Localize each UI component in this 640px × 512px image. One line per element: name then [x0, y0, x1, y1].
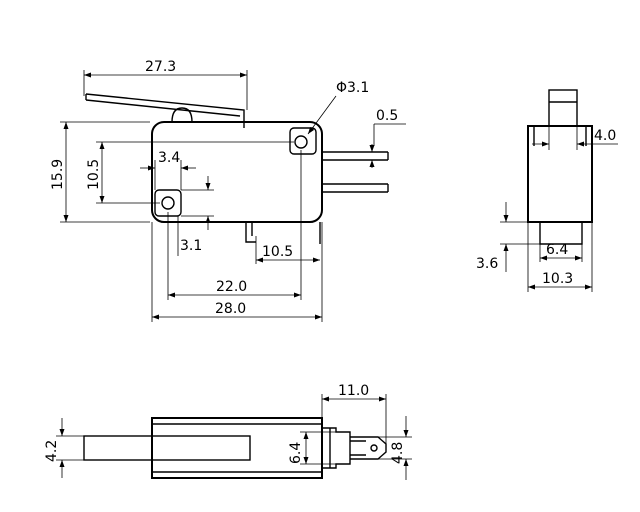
label-hole-pitch-horizontal: 22.0 [216, 279, 247, 295]
label-body-width: 10.3 [542, 271, 573, 287]
lever-arm [85, 93, 245, 128]
mounting-hole-top [289, 127, 317, 155]
body-side [151, 417, 323, 479]
front-view [85, 93, 389, 244]
plunger [548, 89, 578, 127]
label-plunger-width: 4.0 [594, 128, 616, 144]
lever-side [83, 435, 251, 461]
label-terminal-thickness: 0.5 [376, 108, 398, 124]
side-terminals [322, 151, 389, 193]
bottom-terminal [245, 222, 256, 243]
label-overall-height: 15.9 [50, 159, 66, 190]
label-tab-width: 4.8 [390, 442, 406, 464]
label-terminal-width: 6.4 [288, 442, 304, 464]
lever-bump [171, 107, 193, 123]
label-plunger-base-width: 6.4 [546, 242, 568, 258]
bottom-view-dimensions: 4.2 11.0 6.4 4.8 [44, 383, 412, 480]
label-hole-offset-y: 3.1 [180, 238, 202, 254]
label-terminal-length: 11.0 [338, 383, 369, 399]
side-view-dimensions: 4.0 3.6 6.4 10.3 [476, 126, 618, 292]
label-lever-length: 27.3 [145, 59, 176, 75]
side-body [527, 125, 593, 223]
side-view [527, 89, 593, 245]
bottom-view [83, 417, 387, 479]
switch-body [151, 121, 323, 223]
label-hole-pitch-vertical: 10.5 [86, 159, 102, 190]
label-lever-width: 4.2 [44, 440, 60, 462]
label-side-offset: 3.6 [476, 256, 498, 272]
terminal-side [322, 427, 351, 469]
label-hole-diameter: Φ3.1 [336, 80, 369, 96]
label-hole-offset-x: 3.4 [158, 150, 180, 166]
terminal-tab [350, 436, 387, 460]
label-body-length: 28.0 [215, 301, 246, 317]
label-terminal-spacing: 10.5 [262, 244, 293, 260]
front-view-dimensions: 27.3 Φ3.1 0.5 15.9 10.5 3.4 3.1 10.5 [50, 59, 406, 322]
